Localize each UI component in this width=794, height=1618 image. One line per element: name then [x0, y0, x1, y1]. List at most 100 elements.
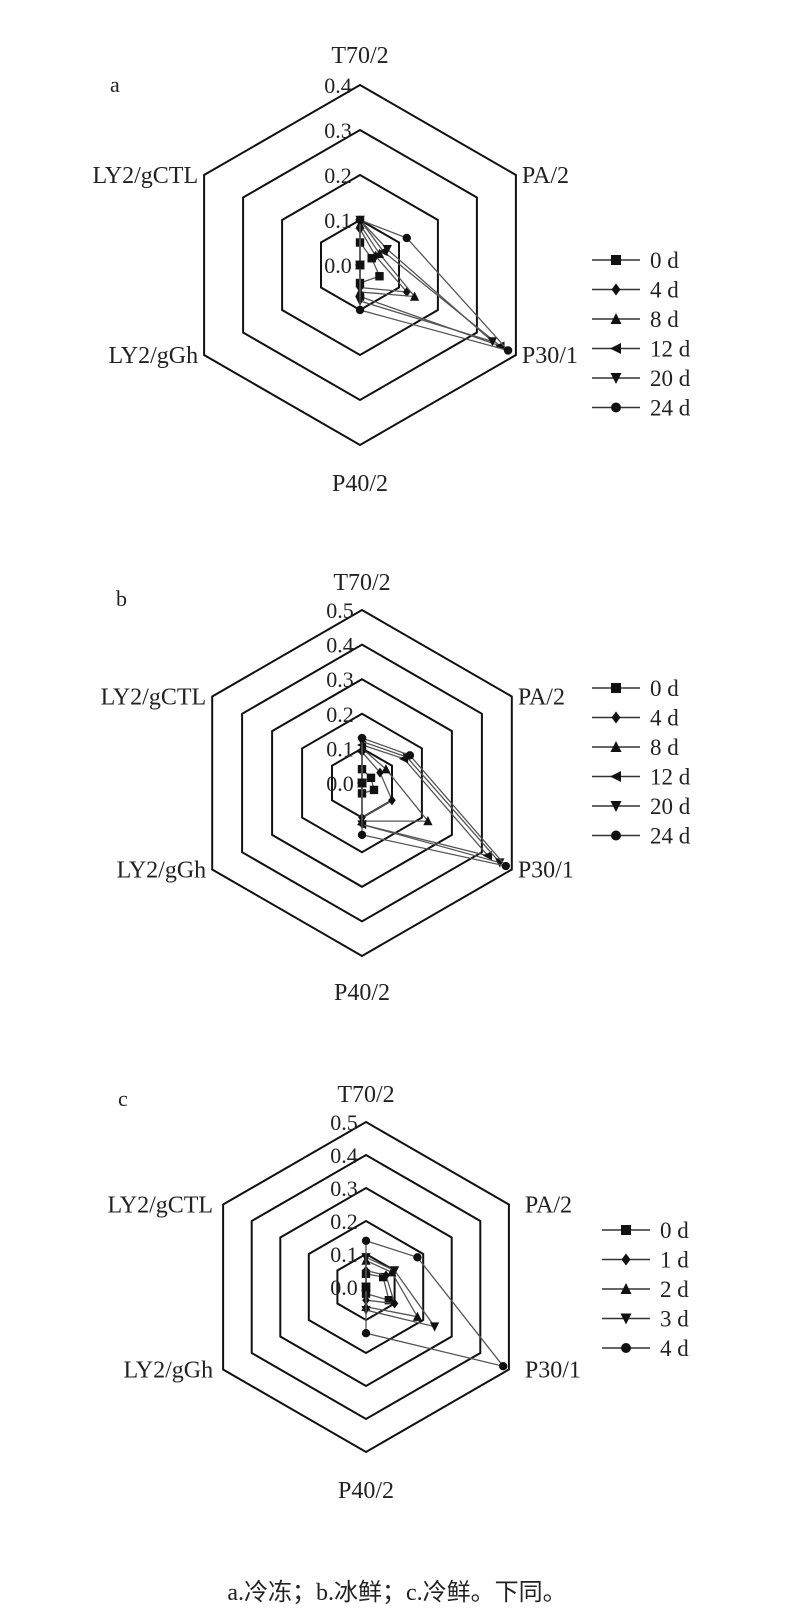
- tick-label: 0.1: [326, 736, 354, 761]
- series-point: [482, 851, 493, 861]
- grid-ring: [279, 1186, 453, 1388]
- legend-marker: [610, 343, 621, 354]
- legend-label: 24 d: [650, 396, 691, 421]
- tick-label: 0.3: [324, 118, 352, 143]
- axis-label: LY2/gGh: [117, 858, 207, 884]
- legend-label: 1 d: [660, 1248, 689, 1273]
- series-point: [366, 773, 376, 783]
- series-20d: [355, 215, 498, 347]
- series-point: [388, 795, 396, 806]
- legend-entry: 4 d: [602, 1336, 689, 1361]
- series-point: [376, 767, 384, 778]
- tick-label: 0.3: [326, 667, 354, 692]
- series-point: [402, 286, 411, 298]
- series-point: [384, 1296, 394, 1305]
- panel-letter: b: [116, 586, 127, 611]
- grid-ring: [271, 678, 453, 888]
- legend-marker: [610, 313, 622, 324]
- tick-label: 0.5: [326, 598, 354, 623]
- series-point: [357, 733, 367, 743]
- legend-marker: [611, 402, 621, 413]
- series-line: [361, 737, 508, 868]
- figure-caption: a.冷冻；b.冰鲜；c.冷鲜。下同。: [227, 1580, 567, 1606]
- radar-chart-a: 0.00.10.20.30.4T70/2PA/2P30/1P40/2LY2/gG…: [93, 43, 691, 497]
- legend-label: 4 d: [660, 1336, 689, 1361]
- tick-label: 0.5: [330, 1110, 358, 1135]
- legend-entry: 12 d: [592, 765, 691, 790]
- legend-label: 12 d: [650, 765, 691, 790]
- tick-label: 0.1: [330, 1242, 358, 1267]
- tick-label: 0.3: [330, 1176, 358, 1201]
- legend-label: 24 d: [650, 824, 691, 849]
- axis-label: P30/1: [525, 1358, 581, 1384]
- panel-letter: c: [118, 1086, 128, 1111]
- series-point: [498, 1362, 508, 1371]
- legend-marker: [611, 255, 621, 265]
- axis-label: P40/2: [338, 1478, 394, 1504]
- series-4d: [356, 223, 411, 298]
- legend-entry: 8 d: [592, 307, 679, 332]
- legend-marker: [610, 801, 622, 812]
- grid-ring: [307, 1219, 425, 1355]
- legend-label: 20 d: [650, 794, 691, 819]
- grid-ring: [242, 128, 478, 402]
- legend-entry: 2 d: [602, 1277, 689, 1302]
- series-point: [355, 305, 365, 315]
- series-point: [374, 248, 385, 258]
- axis-label: LY2/gGh: [124, 1358, 214, 1384]
- legend-label: 20 d: [650, 366, 691, 391]
- series-line: [359, 219, 511, 352]
- series-line: [361, 746, 430, 822]
- tick-label: 0.2: [326, 702, 354, 727]
- legend-entry: 12 d: [592, 337, 691, 362]
- series-point: [375, 272, 384, 281]
- grid-ring: [301, 712, 423, 854]
- series-point: [381, 764, 391, 774]
- series-point: [409, 291, 420, 301]
- legend-label: 0 d: [650, 676, 679, 701]
- axis-label: T70/2: [337, 1082, 394, 1108]
- axis-label: P30/1: [522, 343, 578, 369]
- axis-label: PA/2: [525, 1193, 572, 1219]
- axis-label: PA/2: [518, 685, 565, 711]
- grid-ring: [203, 83, 517, 447]
- legend-marker: [611, 830, 621, 841]
- legend-marker: [621, 1253, 631, 1266]
- series-point: [369, 785, 379, 795]
- legend-entry: 4 d: [592, 278, 679, 303]
- panel-letter: a: [110, 72, 120, 97]
- series-point: [389, 1266, 400, 1276]
- legend-label: 8 d: [650, 307, 679, 332]
- legend-marker: [621, 1225, 631, 1235]
- series-point: [357, 778, 367, 788]
- series-point: [429, 1322, 440, 1332]
- axis-label: P40/2: [334, 980, 390, 1006]
- tick-label: 0.2: [330, 1209, 358, 1234]
- legend-label: 0 d: [650, 248, 679, 273]
- series-point: [361, 1236, 371, 1245]
- series-3d: [361, 1253, 440, 1332]
- series-point: [501, 861, 511, 871]
- legend-marker: [611, 283, 621, 296]
- series-line: [365, 1256, 437, 1328]
- tick-label: 0.0: [330, 1275, 358, 1300]
- legend-marker: [610, 373, 622, 384]
- legend-marker: [621, 1343, 631, 1353]
- tick-label: 0.0: [326, 771, 354, 796]
- series-point: [402, 233, 411, 243]
- series-4d: [361, 1236, 508, 1371]
- legend-label: 0 d: [660, 1218, 689, 1243]
- series-point: [355, 215, 365, 225]
- legend-entry: 0 d: [592, 676, 679, 701]
- legend-label: 8 d: [650, 735, 679, 760]
- axis-label: P40/2: [332, 471, 388, 497]
- grid-ring: [250, 1153, 482, 1421]
- series-12d: [354, 215, 505, 351]
- legend-entry: 24 d: [592, 824, 691, 849]
- legend-entry: 1 d: [602, 1248, 689, 1273]
- legend-marker: [610, 741, 622, 752]
- series-24d: [357, 733, 511, 871]
- axis-label: PA/2: [522, 163, 569, 189]
